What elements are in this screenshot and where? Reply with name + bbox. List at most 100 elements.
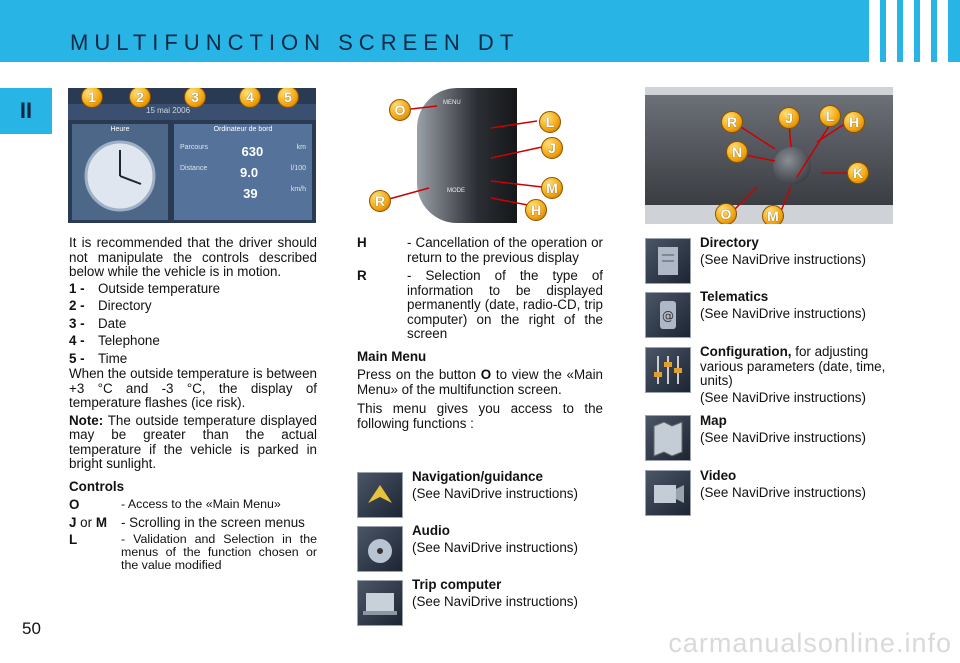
controls-photo: MENU MODE O L J M R H: [357, 88, 605, 223]
control-keys: O: [69, 497, 121, 513]
menu-item-title: Audio: [412, 523, 450, 538]
leader-lines: [734, 122, 849, 212]
definition-item: R - Selection of the type of information …: [357, 268, 603, 342]
control-keys: J or M: [69, 514, 121, 531]
control-key: M: [95, 514, 107, 530]
menu-item: Video (See NaviDrive instructions): [700, 468, 900, 500]
trip-row-value: 630: [241, 144, 264, 159]
menu-item-sub: (See NaviDrive instructions): [700, 429, 866, 445]
callout-badge: J: [541, 137, 563, 159]
page-header: MULTIFUNCTION SCREEN DT: [0, 0, 960, 62]
configuration-icon: [645, 347, 691, 393]
menu-item-title: Directory: [700, 235, 759, 250]
definition-text: - Selection of the type of information t…: [407, 268, 603, 341]
definition-key: R: [357, 268, 367, 283]
definition-text: - Cancellation of the operation or retur…: [407, 235, 603, 265]
control-text: - Access to the «Main Menu»: [121, 497, 281, 511]
menu-item-title: Video: [700, 468, 737, 483]
list-item: 1 -Outside temperature: [69, 280, 317, 297]
list-item-number: 4 -: [69, 333, 85, 348]
menu-label: MENU: [443, 100, 461, 106]
navigation-icon: [357, 472, 403, 518]
control-keys: L: [69, 532, 121, 572]
menu-item: Trip computer (See NaviDrive instruction…: [412, 577, 612, 609]
callout-badge: R: [369, 190, 391, 212]
trip-computer-icon: [357, 580, 403, 626]
column-2: H- Cancellation of the operation or retu…: [357, 235, 603, 431]
callout-badge: 3: [184, 88, 206, 108]
callout-badge: O: [389, 99, 411, 121]
controls-heading: Controls: [69, 478, 125, 494]
control-key: L: [69, 532, 78, 547]
menu-item: Directory (See NaviDrive instructions): [700, 235, 900, 267]
menu-item-sub: (See NaviDrive instructions): [412, 539, 578, 555]
callout-badge: M: [762, 205, 784, 224]
list-item-text: Telephone: [98, 333, 160, 348]
menu-item-sub: (See NaviDrive instructions): [700, 251, 866, 267]
main-menu-heading: Main Menu: [357, 348, 427, 364]
list-item-number: 2 -: [69, 298, 85, 313]
callout-badge: H: [525, 199, 547, 221]
list-item: 3 -Date: [69, 315, 317, 332]
callout-badge: 2: [129, 88, 151, 108]
video-icon: [645, 470, 691, 516]
list-item-number: 1 -: [69, 280, 85, 296]
note-paragraph: Note: The outside temperature displayed …: [69, 412, 317, 472]
clock-icon: [84, 140, 156, 212]
menu-item: Navigation/guidance (See NaviDrive instr…: [412, 469, 612, 501]
menu-item-title: Map: [700, 413, 727, 428]
temperature-paragraph: When the outside temperature is between …: [69, 366, 317, 410]
screen-photo: 15 mai 2006 Heure Ordinateur de bord Par…: [68, 88, 316, 223]
callout-badge: M: [541, 177, 563, 199]
menu-item-extra: for adjusting various parameters (date, …: [700, 344, 886, 388]
callout-badge: R: [721, 111, 743, 133]
directory-icon: [645, 238, 691, 284]
clock-panel: Heure: [72, 124, 168, 220]
control-item: J or M - Scrolling in the screen menus: [69, 514, 317, 531]
menu-item-title: Telematics: [700, 289, 769, 304]
list-item-number: 3 -: [69, 315, 85, 331]
control-key: O: [69, 497, 80, 512]
note-text: The outside temperature displayed may be…: [69, 412, 317, 471]
column-1: It is recommended that the driver should…: [69, 235, 317, 572]
main-menu-text: to view the «Main Menu» of the multifunc…: [357, 367, 603, 397]
callout-badge: 5: [277, 88, 299, 108]
menu-item-title-line: Configuration, for adjusting various par…: [700, 344, 892, 389]
control-key: J: [69, 514, 77, 530]
menu-item-sub: (See NaviDrive instructions): [700, 305, 866, 321]
trip-row: 39 km/h: [180, 186, 306, 201]
screen-top-bar: [68, 104, 316, 120]
audio-icon: [357, 526, 403, 572]
menu-item-sub: (See NaviDrive instructions): [700, 484, 866, 500]
trip-row-unit: l/100: [290, 165, 306, 172]
main-menu-key: O: [480, 367, 492, 382]
control-text: - Validation and Selection in the menus …: [121, 532, 317, 572]
definition-item: H- Cancellation of the operation or retu…: [357, 235, 603, 265]
trip-row-value: 39: [243, 186, 258, 201]
trip-row-unit: km: [296, 144, 306, 151]
trip-panel-title: Ordinateur de bord: [213, 126, 273, 133]
main-menu-paragraph: Press on the button O to view the «Main …: [357, 367, 603, 397]
list-item-number: 5 -: [69, 350, 85, 366]
page-number: 50: [22, 619, 41, 638]
control-item: L - Validation and Selection in the menu…: [69, 532, 317, 572]
main-menu-text: Press on the button: [357, 367, 481, 382]
trip-row-unit: km/h: [290, 186, 306, 193]
menu-item: Configuration, for adjusting various par…: [700, 344, 892, 405]
intro-paragraph: It is recommended that the driver should…: [69, 235, 317, 279]
callout-badge: 4: [239, 88, 261, 108]
list-item-text: Time: [98, 350, 128, 366]
list-item: 5 - Time: [69, 350, 317, 367]
watermark: carmanualsonline.info: [668, 628, 952, 658]
header-stripes: [830, 0, 960, 62]
screen-date: 15 mai 2006: [146, 106, 191, 115]
mode-label: MODE: [447, 188, 465, 194]
callout-badge: 1: [81, 88, 103, 108]
trip-row-label: Distance: [180, 165, 208, 172]
menu-item: Audio (See NaviDrive instructions): [412, 523, 612, 555]
map-icon: [645, 415, 691, 461]
callout-badge: N: [726, 141, 748, 163]
list-item: 2 -Directory: [69, 298, 317, 314]
